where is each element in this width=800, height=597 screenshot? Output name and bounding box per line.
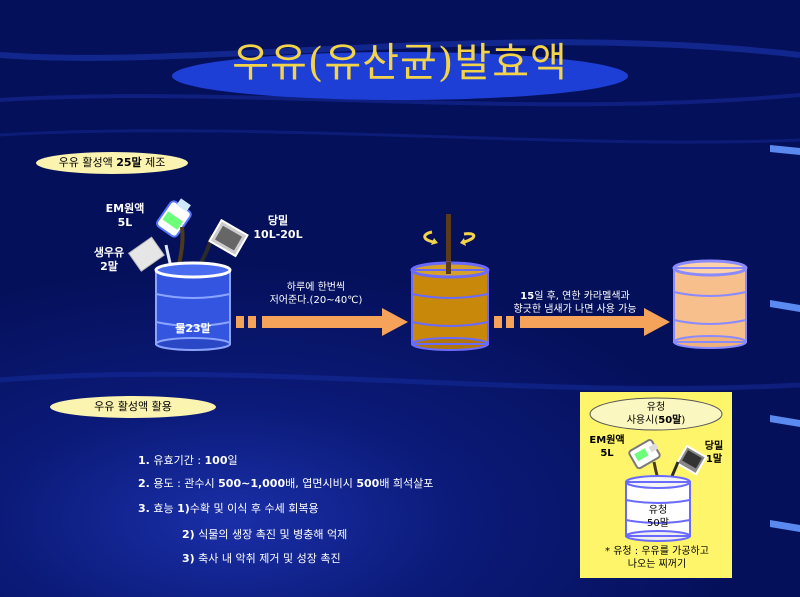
whey-barrel <box>625 475 691 542</box>
page-title: 우유(유산균)발효액 <box>232 40 568 86</box>
arrow2-text: 15일 후, 연한 카라멜색과 향긋한 냄새가 나면 사용 가능 <box>513 291 637 315</box>
molasses-bucket-icon <box>208 218 249 258</box>
list-item-3-3: 3) 축사 내 악취 제거 및 성장 촉진 <box>182 552 341 565</box>
section-label-preparation: 우유 활성액 25말 제조 <box>36 152 188 174</box>
whey-oval-text: 유청 사용시(50말) <box>626 402 686 426</box>
list-item-3-2: 2) 식물의 생장 촉진 및 병충해 억제 <box>182 528 348 541</box>
list-item-2: 2. 용도 : 관수시 500~1,000배, 엽면시비시 500배 희석살포 <box>138 477 434 490</box>
barrel-water-23 <box>154 261 232 351</box>
arrow-ready <box>494 308 670 336</box>
milk-carton-icon <box>127 236 165 272</box>
whey-molasses-bucket-icon <box>675 444 708 476</box>
barrel-finished <box>672 259 748 349</box>
whey-em-bottle-icon <box>628 439 661 470</box>
list-item-3: 3. 효능 1)수확 및 이식 후 수세 회복용 <box>138 502 319 515</box>
barrel1-label: 물23말 <box>175 322 211 335</box>
title-banner <box>172 52 628 100</box>
barrel-fermenting <box>410 214 490 351</box>
whey-oval <box>589 397 723 431</box>
list-item-1: 1. 유효기간 : 100일 <box>138 454 238 467</box>
section-label-usage: 우유 활성액 활용 <box>50 396 216 418</box>
arrow-stir <box>236 308 408 336</box>
